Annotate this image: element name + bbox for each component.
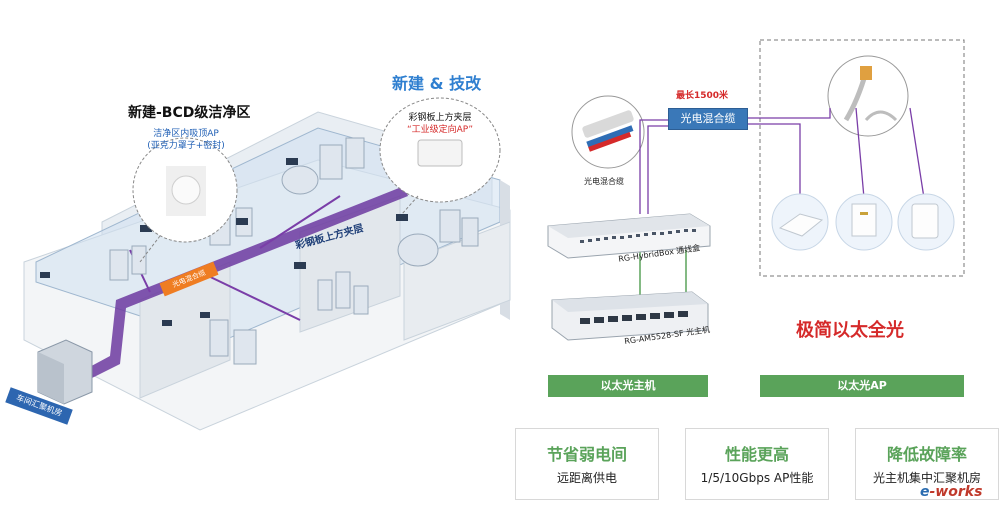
watermark-rest: -works — [929, 484, 983, 500]
feature-card-3: 降低故障率 光主机集中汇聚机房 — [855, 428, 999, 500]
equipment-cluster — [109, 137, 479, 365]
title-new-upgrade: 新建 & 技改 — [392, 74, 482, 93]
title-bcd-cleanroom: 新建-BCD级洁净区 — [128, 105, 251, 121]
green-bar-host: 以太光主机 — [548, 375, 708, 397]
bubble-line2-text: “工业级定向AP” — [406, 125, 474, 135]
feature-card-1-title: 节省弱电间 — [546, 445, 627, 464]
feature-card-2-body: 1/5/10Gbps AP性能 — [700, 471, 814, 485]
cleanroom-ap-line2: (亚克力罩子+密封) — [147, 141, 225, 151]
slogan: 极简以太全光 — [796, 320, 904, 341]
ceiling-aps — [40, 158, 408, 326]
feature-card-2: 性能更高 1/5/10Gbps AP性能 — [685, 428, 829, 500]
watermark-e: e — [920, 484, 930, 500]
bubble-line2: “工业级定向AP” — [380, 124, 500, 136]
hybridbox-device — [547, 213, 711, 259]
feature-card-3-body: 光主机集中汇聚机房 — [872, 471, 981, 485]
cable-caption: 光电混合缆 — [584, 177, 624, 186]
max-length-label: 最长1500米 — [676, 91, 729, 101]
feature-card-1: 节省弱电间 远距离供电 — [515, 428, 659, 500]
ap-wall-panel — [835, 193, 893, 251]
server-rack — [37, 339, 93, 405]
ap-dashed-frame — [759, 39, 965, 277]
cable-branch-1 — [199, 271, 301, 321]
cable-trunk — [84, 186, 408, 378]
cable-branch-2 — [259, 195, 341, 249]
cable-callout-circle — [571, 95, 645, 169]
feature-card-1-body: 远距离供电 — [556, 471, 617, 485]
ap-industrial — [897, 193, 955, 251]
feature-card-2-title: 性能更高 — [724, 445, 789, 464]
ap-ceiling-square — [771, 193, 829, 251]
green-bar-ap: 以太光AP — [760, 375, 964, 397]
watermark: e-works — [920, 484, 982, 500]
cable-box-label: 光电混合缆 — [668, 108, 748, 130]
am5528-host-device — [551, 291, 709, 341]
cleanroom-ap-line1: 洁净区内吸顶AP — [153, 129, 219, 139]
bubble-line1: 彩钢板上方夹层 — [408, 113, 472, 123]
feature-card-3-title: 降低故障率 — [886, 445, 967, 464]
